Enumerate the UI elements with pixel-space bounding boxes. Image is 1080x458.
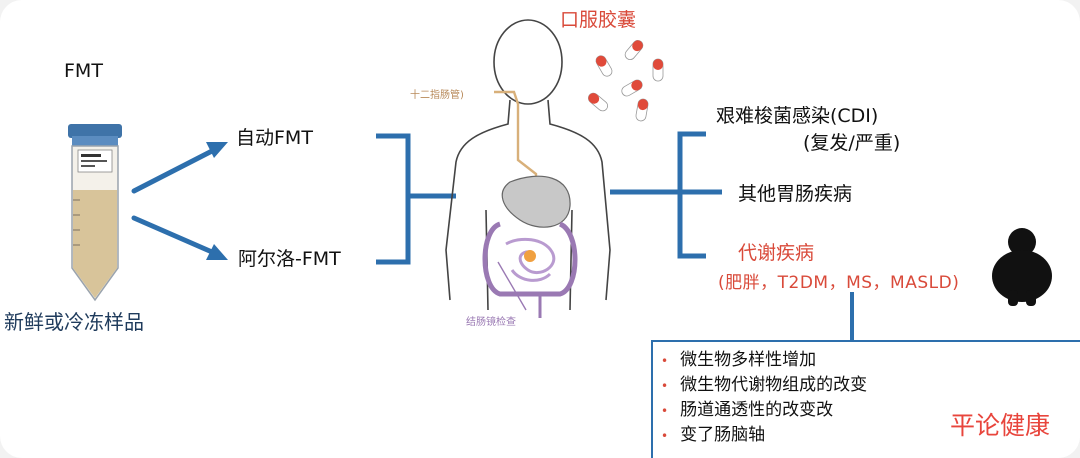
left-bracket-connector [376, 133, 456, 265]
effect-item: •变了肠脑轴 [661, 425, 766, 445]
obese-person-icon [992, 228, 1052, 306]
allo-fmt-label: 阿尔洛-FMT [238, 248, 341, 270]
watermark-text: 平论健康 [950, 411, 1051, 440]
bullet-icon: • [661, 404, 669, 418]
effect-item: •肠道通透性的改变改 [661, 400, 834, 420]
bullet-icon: • [661, 354, 669, 368]
other-gi-disease-label: 其他胃肠疾病 [738, 183, 853, 205]
cdi-label: 艰难梭菌感染(CDI) [716, 105, 879, 127]
bullet-icon: • [661, 379, 669, 393]
auto-fmt-label: 自动FMT [236, 127, 313, 149]
colonoscopy-label: 结肠镜检查 [466, 317, 516, 328]
human-body-outline [445, 19, 611, 311]
sample-type-label: 新鲜或冷冻样品 [4, 310, 144, 334]
effect-item: •微生物多样性增加 [661, 350, 817, 370]
arrow-to-auto [131, 142, 228, 194]
oral-capsule-label: 口服胶囊 [560, 9, 637, 31]
fmt-label: FMT [64, 60, 103, 82]
arrow-to-allo [131, 215, 228, 260]
sample-tube-icon [68, 124, 122, 302]
effect-item: •微生物代谢物组成的改变 [661, 375, 868, 395]
bullet-icon: • [661, 429, 669, 443]
capsule-icons [588, 40, 664, 122]
cdi-subtitle: (复发/严重) [803, 132, 901, 154]
effects-box: •微生物多样性增加 •微生物代谢物组成的改变 •肠道通透性的改变改 •变了肠脑轴 [651, 340, 1080, 458]
effects-list: •微生物多样性增加 •微生物代谢物组成的改变 •肠道通透性的改变改 •变了肠脑轴 [653, 342, 1080, 448]
metabolic-disease-list: (肥胖，T2DM，MS，MASLD) [718, 273, 960, 293]
metabolic-disease-label: 代谢疾病 [738, 242, 815, 264]
right-bracket-connector [610, 131, 722, 259]
duodenal-tube-label: 十二指肠管) [410, 90, 464, 101]
intestines-illustration [482, 175, 578, 318]
